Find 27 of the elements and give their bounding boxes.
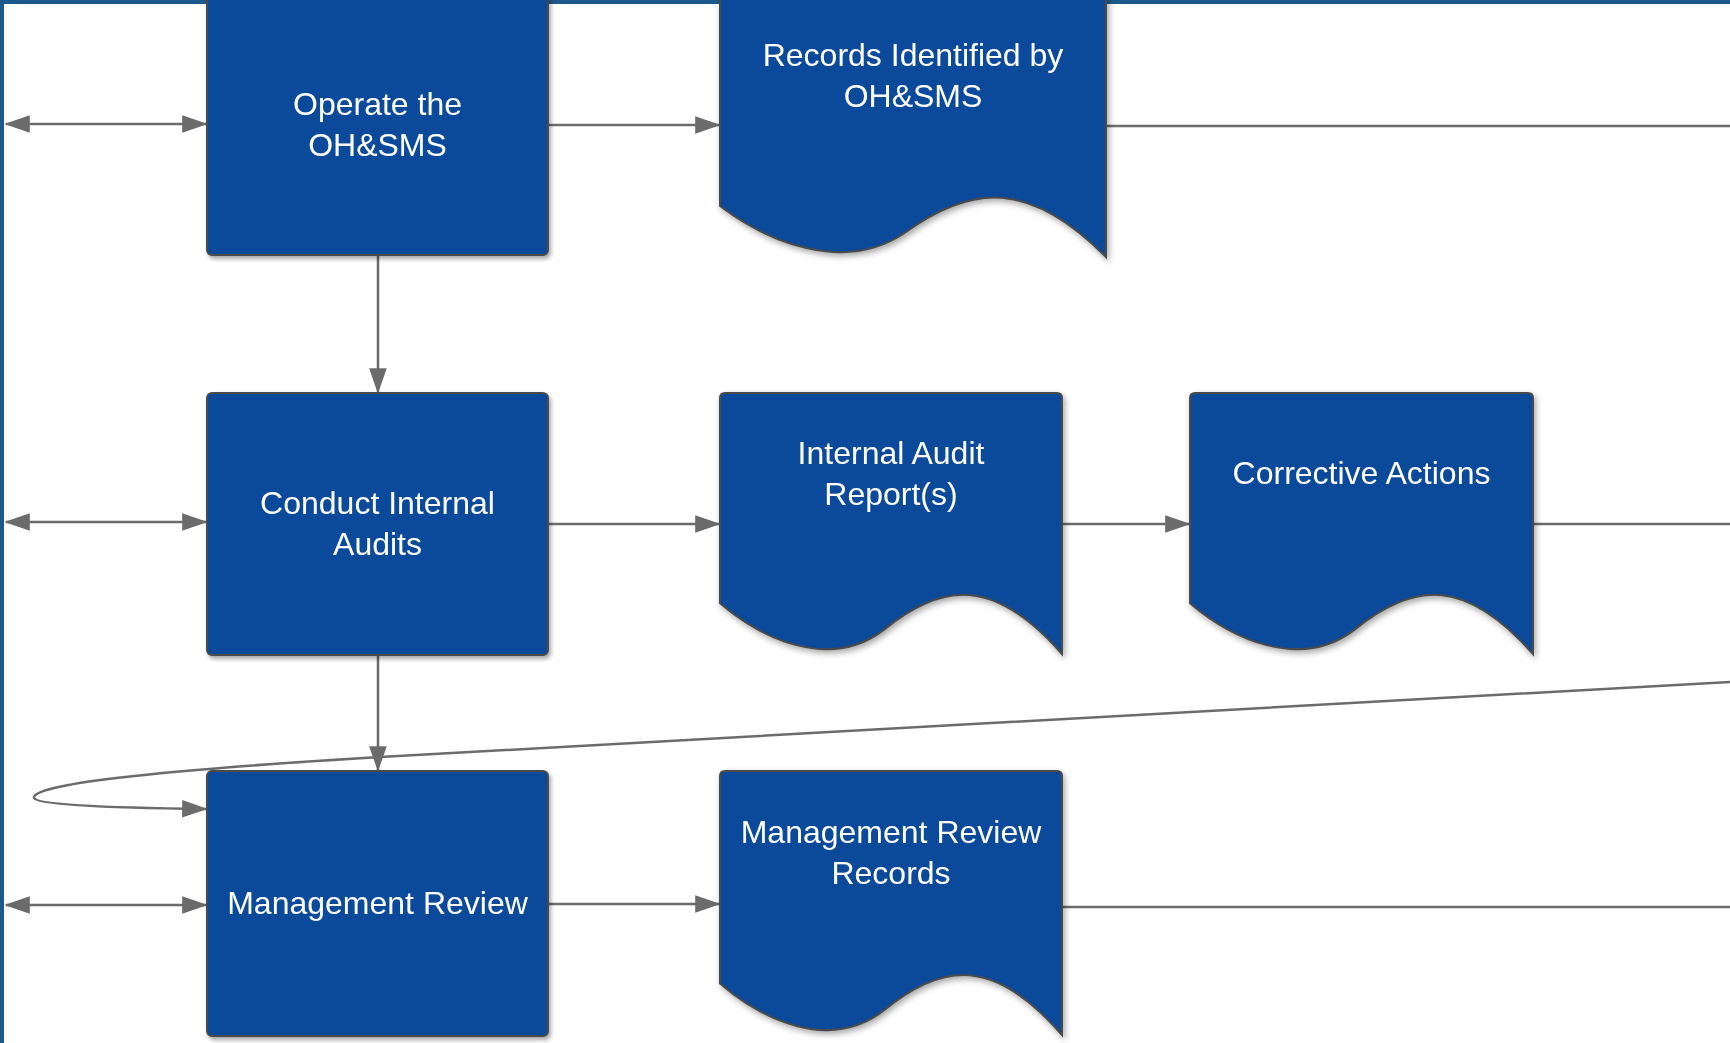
step-label: Internal Audit Report(s) <box>796 433 986 514</box>
connector-line <box>1107 124 1730 128</box>
connector-line <box>1063 905 1730 909</box>
document-shape <box>1189 392 1534 656</box>
step-label: Corrective Actions <box>1232 454 1491 494</box>
arrow <box>4 513 208 531</box>
document-shape <box>719 770 1063 1037</box>
arrow <box>549 116 721 134</box>
step-label: Conduct Internal Audits <box>259 484 496 564</box>
arrow <box>4 115 208 133</box>
arrow <box>369 256 387 394</box>
arrow <box>369 656 387 772</box>
process-box <box>206 770 549 1037</box>
arrow <box>32 680 1730 818</box>
document-shape <box>719 0 1107 259</box>
arrow <box>1063 515 1191 533</box>
step-label: Operate the OH&SMS <box>292 85 463 165</box>
arrow <box>549 895 721 913</box>
step-label: Management Review <box>227 884 528 923</box>
step-label: Records Identified by OH&SMS <box>761 36 1065 117</box>
step-label: Management Review Records <box>739 812 1043 893</box>
document-shape <box>719 392 1063 656</box>
process-box <box>206 0 549 256</box>
arrow <box>4 896 208 914</box>
arrow <box>549 515 721 533</box>
connector-line <box>1534 522 1730 526</box>
process-box <box>206 392 549 656</box>
